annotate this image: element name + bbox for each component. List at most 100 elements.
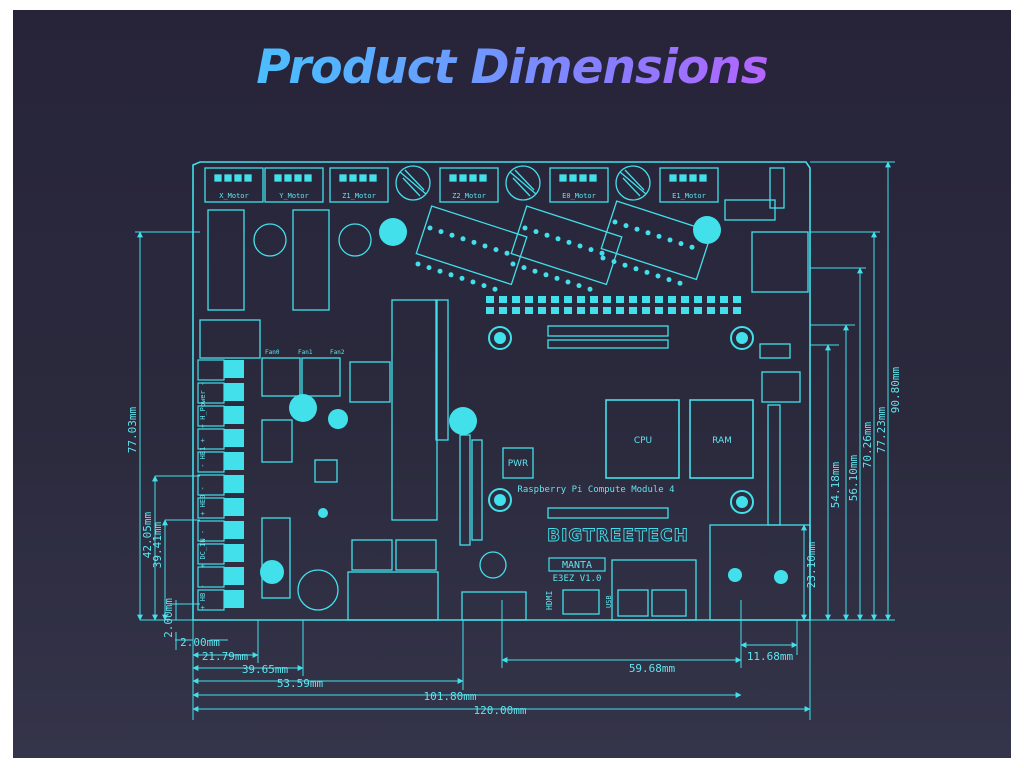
motor-pin — [244, 174, 252, 182]
motor-pin — [349, 174, 357, 182]
driver-pin — [437, 268, 443, 274]
power-label-0: + H_Power - — [199, 382, 207, 428]
motor-connector-1 — [264, 167, 324, 203]
terminal-block — [224, 452, 244, 470]
motor-pin — [459, 174, 467, 182]
driver-pin — [544, 232, 550, 238]
motor-pin — [569, 174, 577, 182]
terminal-housing — [197, 520, 225, 542]
motor-pin — [359, 174, 367, 182]
driver-pin — [599, 250, 605, 256]
dim-42-05: 42.05mm — [141, 511, 154, 558]
terminal-block — [224, 498, 244, 516]
gpio-pin — [681, 296, 689, 303]
driver-pin — [427, 225, 433, 231]
motor-pin — [234, 174, 242, 182]
driver-pin — [459, 275, 465, 281]
driver-pin — [493, 247, 499, 253]
gpio-header — [486, 296, 741, 314]
gpio-pin — [720, 307, 728, 314]
motor-pin — [369, 174, 377, 182]
dim-77-03: 77.03mm — [126, 406, 139, 453]
gpio-pin — [538, 307, 546, 314]
motor-label-0: X_Motor — [219, 192, 249, 200]
driver-pin — [565, 279, 571, 285]
fan-labels: Fan0 Fan1 Fan2 — [265, 349, 345, 356]
driver-pin — [666, 277, 672, 283]
ethernet-jacks — [728, 568, 788, 584]
terminal-block — [224, 406, 244, 424]
driver-pin — [577, 243, 583, 249]
motor-pin — [479, 174, 487, 182]
svg-text:Fan2: Fan2 — [330, 349, 345, 356]
gpio-pin — [733, 307, 741, 314]
motor-connector-2 — [329, 167, 389, 203]
motor-pin — [589, 174, 597, 182]
terminal-housing — [197, 359, 225, 381]
terminal-housing — [197, 497, 225, 519]
gpio-pin — [512, 296, 520, 303]
driver-pin — [566, 239, 572, 245]
stepper-driver-sockets — [415, 200, 713, 286]
driver-pin — [510, 261, 516, 267]
gpio-pin — [551, 296, 559, 303]
dim-23-10: 23.10mm — [805, 541, 818, 588]
dimension-lines — [135, 161, 895, 720]
driver-pin — [588, 247, 594, 253]
power-terminals: + H_Power -- HE1 ++ HE0 -+ DC_IN -+ HB - — [197, 359, 244, 611]
gpio-pin — [499, 296, 507, 303]
gpio-pin — [655, 307, 663, 314]
driver-pin — [678, 241, 684, 247]
terminal-block — [224, 544, 244, 562]
terminal-block — [224, 475, 244, 493]
driver-pin — [532, 268, 538, 274]
gpio-pin — [681, 307, 689, 314]
gpio-pin — [551, 307, 559, 314]
cpu-label: CPU — [634, 436, 652, 446]
motor-pin — [284, 174, 292, 182]
gpio-pin — [616, 307, 624, 314]
gpio-pin — [668, 296, 676, 303]
gpio-pin — [668, 307, 676, 314]
motor-connector-0 — [204, 167, 264, 203]
bottom-dimension-labels: 21.79mm 39.65mm 53.59mm 101.80mm 120.00m… — [180, 636, 793, 717]
terminal-block — [224, 567, 244, 585]
gpio-pin — [512, 307, 520, 314]
driver-pin — [522, 225, 528, 231]
gpio-pin — [629, 296, 637, 303]
ram-label: RAM — [712, 436, 732, 446]
module-label: Raspberry Pi Compute Module 4 — [517, 485, 674, 495]
driver-pin — [481, 283, 487, 289]
brand-logo: BIGTREETECH — [547, 526, 689, 546]
gpio-pin — [486, 307, 494, 314]
bottom-ports — [461, 343, 811, 621]
gpio-pin — [616, 296, 624, 303]
driver-pin — [587, 286, 593, 292]
terminal-housing — [197, 451, 225, 473]
dim-56-10: 56.10mm — [847, 454, 860, 501]
svg-text:Fan0: Fan0 — [265, 349, 280, 356]
gpio-pin — [603, 307, 611, 314]
dim-53-59: 53.59mm — [277, 677, 324, 690]
driver-pin — [426, 265, 432, 271]
driver-pin — [611, 259, 617, 265]
pwr-label: PWR — [508, 459, 529, 469]
dim-2-00-bottom: 2.00mm — [180, 636, 220, 649]
motor-pin — [679, 174, 687, 182]
power-label-2: + HE0 - — [199, 486, 207, 516]
terminal-housing — [197, 474, 225, 496]
motor-label-2: Z1_Motor — [342, 192, 376, 200]
gpio-pin — [733, 296, 741, 303]
motor-connector-4 — [549, 167, 609, 203]
driver-pin — [543, 272, 549, 278]
driver-pin — [438, 229, 444, 235]
driver-pin — [633, 266, 639, 272]
driver-pin — [492, 286, 498, 292]
gpio-pin — [707, 296, 715, 303]
driver-pin — [533, 229, 539, 235]
motor-connector-5 — [659, 167, 719, 203]
motor-pin — [339, 174, 347, 182]
misc-components — [199, 167, 809, 621]
gpio-pin — [577, 296, 585, 303]
